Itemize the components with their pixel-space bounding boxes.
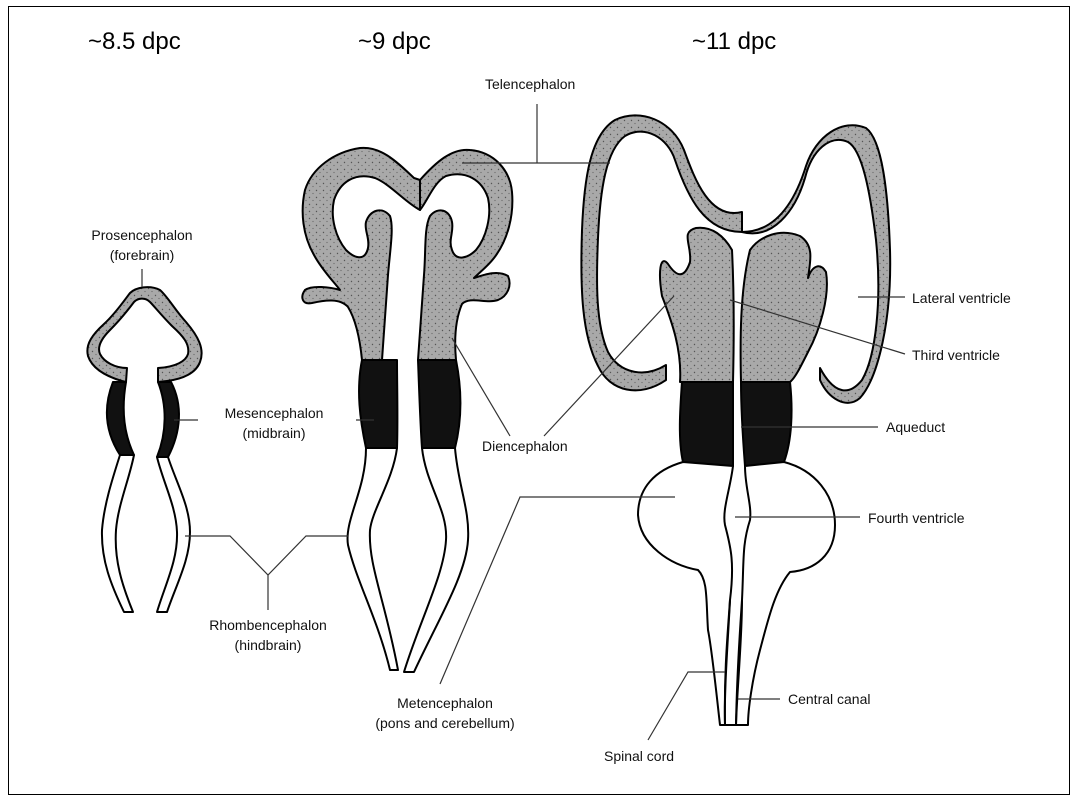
- stage-title-8-5-dpc: ~8.5 dpc: [88, 28, 181, 56]
- label-rhombencephalon: Rhombencephalon (hindbrain): [188, 615, 348, 655]
- rhombencephalon-right-wall: [157, 457, 190, 612]
- rhombencephalon-left-wall: [102, 455, 134, 612]
- rhombencephalon-11dpc: [638, 462, 835, 725]
- rhombencephalon-left-9dpc: [348, 448, 398, 670]
- label-lateral-ventricle: Lateral ventricle: [912, 288, 1011, 308]
- label-metencephalon-sub: (pons and cerebellum): [355, 713, 535, 733]
- label-spinal-cord: Spinal cord: [604, 746, 674, 766]
- prosencephalon-region: [87, 287, 201, 382]
- label-prosencephalon-sub: (forebrain): [76, 245, 208, 265]
- label-prosencephalon-title: Prosencephalon: [76, 225, 208, 245]
- label-diencephalon: Diencephalon: [482, 436, 568, 456]
- stage-11-dpc-brain: [581, 115, 890, 725]
- mesencephalon-right-11dpc: [741, 382, 792, 466]
- label-metencephalon: Metencephalon (pons and cerebellum): [355, 693, 535, 733]
- label-mesencephalon-sub: (midbrain): [205, 423, 343, 443]
- label-mesencephalon-title: Mesencephalon: [205, 403, 343, 423]
- mesencephalon-left-9dpc: [359, 360, 397, 448]
- telencephalon-hemispheres: [581, 115, 890, 402]
- stage-title-11-dpc: ~11 dpc: [692, 28, 776, 56]
- telencephalon-left-vesicle: [302, 148, 420, 360]
- telencephalon-right-vesicle: [418, 150, 512, 360]
- label-rhombencephalon-sub: (hindbrain): [188, 635, 348, 655]
- label-third-ventricle: Third ventricle: [912, 345, 1000, 365]
- label-fourth-ventricle: Fourth ventricle: [868, 508, 964, 528]
- diencephalon-left-11dpc: [660, 228, 734, 382]
- label-metencephalon-title: Metencephalon: [355, 693, 535, 713]
- rhombencephalon-right-9dpc: [404, 448, 468, 672]
- label-central-canal: Central canal: [788, 689, 871, 709]
- label-mesencephalon: Mesencephalon (midbrain): [205, 403, 343, 443]
- stage-title-9-dpc: ~9 dpc: [358, 28, 431, 56]
- stage-8-5-dpc-brain: [87, 287, 201, 612]
- mesencephalon-left-11dpc: [680, 382, 733, 466]
- label-rhombencephalon-title: Rhombencephalon: [188, 615, 348, 635]
- mesencephalon-left-wall: [107, 382, 134, 455]
- label-prosencephalon: Prosencephalon (forebrain): [76, 225, 208, 265]
- label-telencephalon: Telencephalon: [485, 74, 575, 94]
- label-aqueduct: Aqueduct: [886, 417, 945, 437]
- mesencephalon-right-9dpc: [418, 360, 460, 448]
